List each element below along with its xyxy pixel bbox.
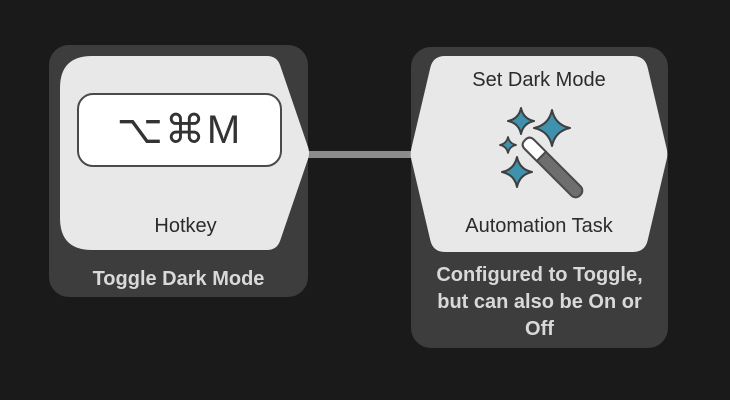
action-type-label: Automation Task bbox=[465, 215, 613, 237]
trigger-node-name: Toggle Dark Mode bbox=[92, 268, 265, 290]
sparkle-icon bbox=[507, 107, 535, 135]
wand-tip bbox=[521, 136, 548, 163]
node-connector-line bbox=[300, 151, 415, 158]
sparkle-icon bbox=[499, 136, 517, 154]
sparkle-icon bbox=[501, 156, 533, 188]
hotkey-shortcut-badge[interactable]: ⌥⌘M bbox=[77, 93, 282, 167]
magic-wand-icon bbox=[499, 107, 584, 199]
action-node-note: Configured to Toggle, but can also be On… bbox=[436, 264, 643, 340]
action-title: Set Dark Mode bbox=[472, 69, 606, 91]
hotkey-combo-text: ⌥⌘M bbox=[116, 108, 243, 152]
sparkle-icon bbox=[533, 109, 571, 147]
trigger-type-label: Hotkey bbox=[154, 215, 217, 237]
